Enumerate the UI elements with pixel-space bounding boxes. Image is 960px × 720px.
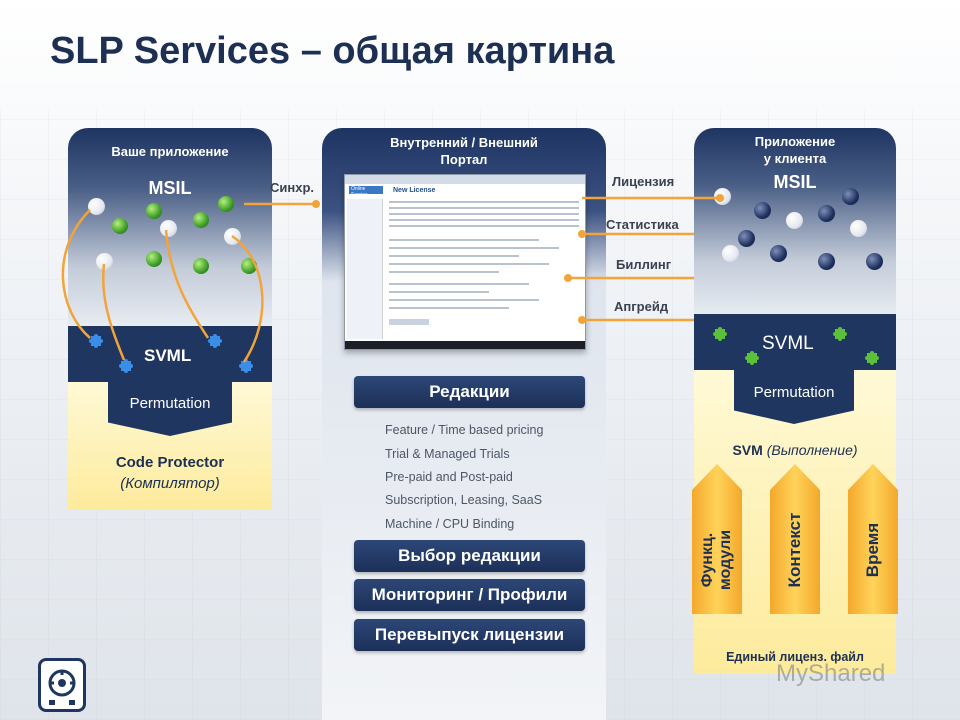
screenshot-row bbox=[389, 255, 519, 257]
msil-ball bbox=[754, 202, 771, 219]
license-label: Лицензия bbox=[612, 174, 675, 189]
portal-header-line1: Внутренний / Внешний bbox=[390, 135, 538, 150]
feature-item: Trial & Managed Trials bbox=[385, 447, 510, 461]
screenshot-taskbar bbox=[345, 341, 585, 349]
puzzle-piece-icon bbox=[239, 359, 253, 373]
msil-ball bbox=[770, 245, 787, 262]
permutation-label: Permutation bbox=[129, 395, 211, 412]
msil-label: MSIL bbox=[148, 178, 192, 198]
screenshot-row bbox=[389, 263, 549, 265]
puzzle-piece-icon bbox=[713, 327, 727, 341]
svml-label: SVML bbox=[144, 346, 192, 365]
company-logo bbox=[38, 658, 86, 712]
permutation-block-left: Permutation bbox=[108, 382, 232, 436]
msil-ball bbox=[112, 218, 128, 234]
svml-label: SVML bbox=[762, 333, 814, 354]
screenshot-heading: New License bbox=[393, 187, 436, 194]
msil-label: MSIL bbox=[773, 172, 817, 192]
client-header-line2: у клиента bbox=[763, 151, 827, 166]
screenshot-row bbox=[389, 247, 559, 249]
screenshot-row bbox=[389, 213, 579, 215]
screenshot-row bbox=[389, 239, 539, 241]
msil-ball bbox=[146, 203, 162, 219]
functional-modules-arrow bbox=[692, 464, 742, 614]
msil-ball bbox=[193, 258, 209, 274]
screenshot-row bbox=[389, 225, 579, 227]
msil-ball bbox=[160, 220, 177, 237]
msil-ball bbox=[850, 220, 867, 237]
screenshot-sidebar bbox=[347, 199, 383, 339]
sync-label: Синхр. bbox=[270, 180, 315, 195]
monitoring-profiles-button[interactable]: Мониторинг / Профили bbox=[354, 579, 585, 611]
svml-band bbox=[68, 326, 272, 382]
puzzle-piece-icon bbox=[833, 327, 847, 341]
msil-ball bbox=[96, 253, 113, 270]
msil-ball bbox=[842, 188, 859, 205]
puzzle-piece-icon bbox=[745, 351, 759, 365]
msil-ball bbox=[786, 212, 803, 229]
safe-icon bbox=[48, 669, 76, 705]
msil-ball bbox=[866, 253, 883, 270]
svml-band bbox=[694, 314, 896, 370]
portal-header-line2: Портал bbox=[440, 152, 488, 167]
screenshot-logo: Online Service bbox=[349, 186, 383, 198]
client-header-line1: Приложение bbox=[754, 134, 836, 149]
msil-ball bbox=[193, 212, 209, 228]
msil-ball bbox=[218, 196, 234, 212]
code-protector-label: Code Protector bbox=[115, 454, 225, 471]
license-file-label: Единый лиценз. файл bbox=[726, 650, 864, 664]
panel-header: Ваше приложение bbox=[111, 144, 229, 159]
screenshot-row bbox=[389, 271, 499, 273]
editions-button[interactable]: Редакции bbox=[354, 376, 585, 408]
portal-screenshot: Online Service New License bbox=[344, 174, 586, 350]
puzzle-piece-icon bbox=[119, 359, 133, 373]
context-arrow bbox=[770, 464, 820, 614]
time-arrow bbox=[848, 464, 898, 614]
permutation-label: Permutation bbox=[753, 384, 835, 401]
watermark: MyShared bbox=[776, 660, 886, 687]
screenshot-row bbox=[389, 283, 529, 285]
panel-your-app: Ваше приложение MSIL SVML Code Protector… bbox=[68, 128, 272, 510]
svm-label: SVM bbox=[732, 442, 763, 458]
runtime-label: (Выполнение) bbox=[766, 442, 858, 458]
puzzle-piece-icon bbox=[208, 334, 222, 348]
screenshot-row bbox=[389, 219, 579, 221]
screenshot-row bbox=[389, 307, 509, 309]
msil-ball bbox=[818, 253, 835, 270]
screenshot-logo-text: Online Service bbox=[351, 186, 368, 198]
msil-ball bbox=[88, 198, 105, 215]
statistics-label: Статистика bbox=[606, 217, 679, 232]
screenshot-row bbox=[389, 299, 539, 301]
billing-label: Биллинг bbox=[616, 257, 672, 272]
reissue-license-button[interactable]: Перевыпуск лицензии bbox=[354, 619, 585, 651]
msil-ball bbox=[722, 245, 739, 262]
screenshot-row bbox=[389, 291, 489, 293]
choose-edition-button[interactable]: Выбор редакции bbox=[354, 540, 585, 572]
msil-ball bbox=[146, 251, 162, 267]
feature-item: Subscription, Leasing, SaaS bbox=[385, 493, 543, 507]
feature-item: Machine / CPU Binding bbox=[385, 517, 515, 531]
svm-runtime-label: SVM (Выполнение) bbox=[694, 442, 896, 458]
page-title: SLP Services – общая картина bbox=[50, 30, 615, 72]
screenshot-row bbox=[389, 201, 579, 203]
msil-ball bbox=[738, 230, 755, 247]
screenshot-button bbox=[389, 319, 429, 325]
permutation-block-right: Permutation bbox=[734, 370, 854, 424]
upgrade-label: Апгрейд bbox=[614, 299, 669, 314]
msil-ball bbox=[818, 205, 835, 222]
screenshot-row bbox=[389, 207, 579, 209]
puzzle-piece-icon bbox=[89, 334, 103, 348]
puzzle-piece-icon bbox=[865, 351, 879, 365]
feature-item: Feature / Time based pricing bbox=[385, 423, 544, 437]
screenshot-toolbar bbox=[345, 175, 585, 184]
feature-item: Pre-paid and Post-paid bbox=[385, 470, 513, 484]
compiler-label: (Компилятор) bbox=[120, 475, 220, 492]
